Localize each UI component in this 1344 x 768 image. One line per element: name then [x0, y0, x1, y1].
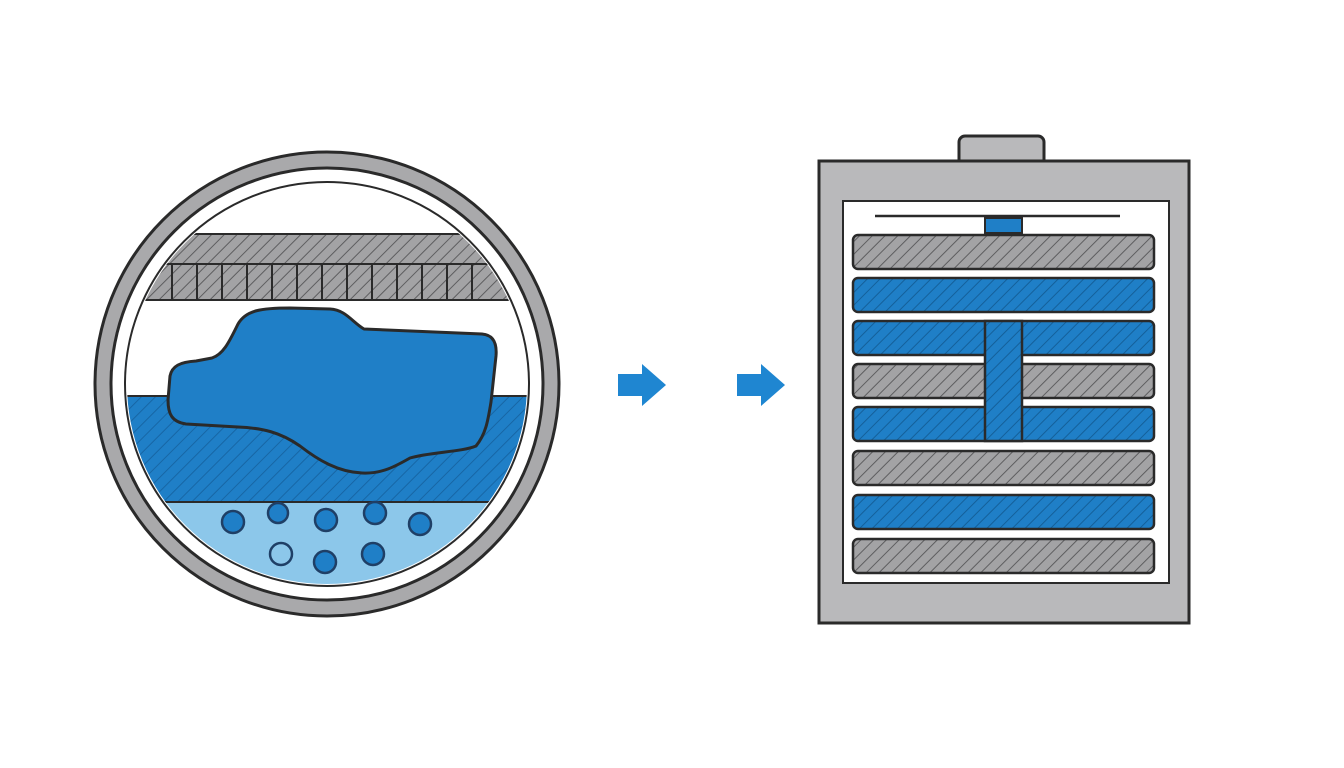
- particle: [220, 509, 246, 535]
- vertical-connector: [983, 319, 1024, 443]
- top-connector: [984, 217, 1023, 234]
- particle: [312, 549, 338, 575]
- process-arrows: [618, 364, 785, 406]
- layer-blue: [851, 276, 1156, 314]
- particle: [313, 507, 339, 533]
- layer-blue: [851, 493, 1156, 531]
- arrow-right-icon: [618, 364, 666, 406]
- particle: [268, 541, 294, 567]
- arrow-right-icon: [737, 364, 785, 406]
- layer-gray: [851, 449, 1156, 487]
- particle: [266, 501, 290, 525]
- particle: [407, 511, 433, 537]
- segmented-layer: [127, 263, 527, 301]
- magnifier-cross-section: [93, 150, 561, 618]
- layered-battery-stack-icon: [817, 134, 1191, 625]
- particle: [362, 500, 388, 526]
- layer-gray: [851, 233, 1156, 271]
- particles: [220, 500, 433, 575]
- particle: [360, 541, 386, 567]
- blue-blob: [166, 306, 498, 475]
- segment-dividers: [171, 264, 473, 300]
- layer-gray: [851, 537, 1156, 575]
